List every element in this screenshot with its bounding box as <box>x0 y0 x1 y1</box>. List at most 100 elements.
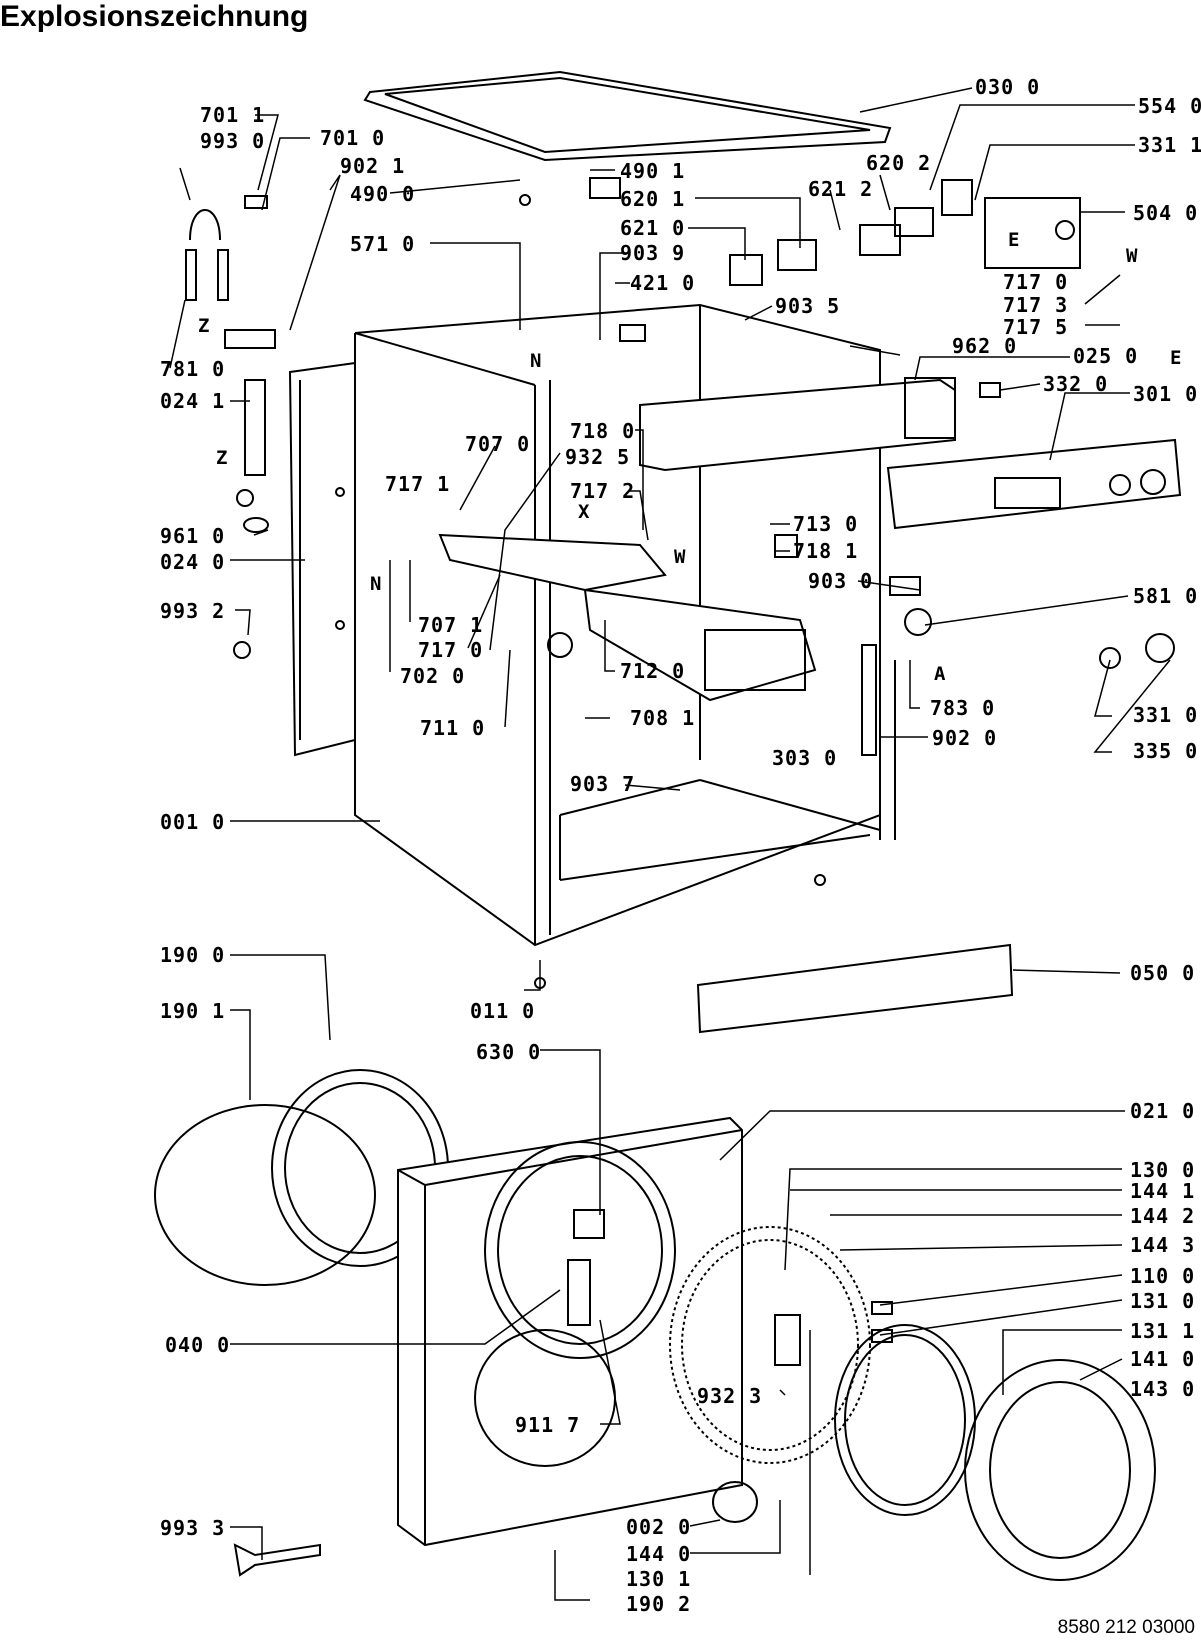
part-label: 490 1 <box>620 159 686 183</box>
part-label: 781 0 <box>160 357 226 381</box>
part-label: 993 2 <box>160 599 226 623</box>
part-label: 932 3 <box>697 1384 763 1408</box>
part-label: 332 0 <box>1043 372 1109 396</box>
part-label: 504 0 <box>1133 201 1199 225</box>
part-label: 331 1 <box>1138 133 1201 157</box>
part-label: 335 0 <box>1133 739 1199 763</box>
part-label: 030 0 <box>975 75 1041 99</box>
door-assembly <box>834 1324 1156 1581</box>
marker-z-lower: Z <box>216 447 228 469</box>
knob <box>712 1481 758 1523</box>
part-label: 581 0 <box>1133 584 1199 608</box>
part-label: 131 1 <box>1130 1319 1196 1343</box>
part-label: 712 0 <box>620 659 686 683</box>
part-label: 903 5 <box>775 294 841 318</box>
part-label: 962 0 <box>952 334 1018 358</box>
part-label: 024 1 <box>160 389 226 413</box>
drawing-number: 8580 212 03000 <box>1057 1617 1195 1638</box>
part-label: 783 0 <box>930 696 996 720</box>
part-label: 130 1 <box>626 1567 692 1591</box>
detergent-dispenser <box>438 533 817 702</box>
marker-a: A <box>934 663 946 685</box>
part-label: 932 5 <box>565 445 631 469</box>
part-label: 993 3 <box>160 1516 226 1540</box>
part-label: 702 0 <box>400 664 466 688</box>
part-label: 021 0 <box>1130 1099 1196 1123</box>
side-panel <box>288 361 356 757</box>
part-label: 143 0 <box>1130 1377 1196 1401</box>
part-label: 011 0 <box>470 999 536 1023</box>
marker-x: X <box>578 501 590 523</box>
part-label: 620 2 <box>866 151 932 175</box>
part-label: 902 1 <box>340 154 406 178</box>
part-label: 630 0 <box>476 1040 542 1064</box>
marker-w-lower: W <box>674 546 686 568</box>
part-label: 717 3 <box>1003 293 1069 317</box>
part-label: 571 0 <box>350 232 416 256</box>
part-label: 144 2 <box>1130 1204 1196 1228</box>
part-label: 993 0 <box>200 129 266 153</box>
part-label: 621 2 <box>808 177 874 201</box>
kick-plate <box>696 943 1014 1034</box>
part-label: 707 0 <box>465 432 531 456</box>
part-label: 131 0 <box>1130 1289 1196 1313</box>
control-panel <box>639 377 956 472</box>
part-label: 144 1 <box>1130 1179 1196 1203</box>
part-label: 717 1 <box>385 472 451 496</box>
diagram-title: Explosionszeichnung <box>0 0 309 33</box>
part-label: 025 0 <box>1073 344 1139 368</box>
part-label: 144 0 <box>626 1542 692 1566</box>
part-label: 144 3 <box>1130 1233 1196 1257</box>
part-label: 620 1 <box>620 187 686 211</box>
marker-z-upper: Z <box>198 315 210 337</box>
part-label: 902 0 <box>932 726 998 750</box>
part-label: 110 0 <box>1130 1264 1196 1288</box>
part-label: 903 9 <box>620 241 686 265</box>
part-label: 911 7 <box>515 1413 581 1437</box>
marker-n-left: N <box>370 573 382 595</box>
marker-e-lower: E <box>1170 347 1182 369</box>
top-lid <box>363 70 892 162</box>
part-label: 717 2 <box>570 479 636 503</box>
marker-n-top: N <box>530 350 542 372</box>
fascia <box>886 438 1182 530</box>
part-label: 718 1 <box>793 539 859 563</box>
part-label: 961 0 <box>160 524 226 548</box>
part-label: 708 1 <box>630 706 696 730</box>
front-panel <box>397 1116 743 1547</box>
part-label: 490 0 <box>350 182 416 206</box>
part-label: 903 0 <box>808 569 874 593</box>
part-label: 717 5 <box>1003 315 1069 339</box>
marker-e-upper: E <box>1008 229 1020 251</box>
part-label: 301 0 <box>1133 382 1199 406</box>
part-label: 050 0 <box>1130 961 1196 985</box>
part-label: 711 0 <box>420 716 486 740</box>
door-ring <box>669 1226 871 1464</box>
part-label: 717 0 <box>1003 270 1069 294</box>
part-label: 141 0 <box>1130 1347 1196 1371</box>
part-label: 002 0 <box>626 1515 692 1539</box>
part-label: 713 0 <box>793 512 859 536</box>
part-label: 718 0 <box>570 419 636 443</box>
small-parts <box>185 177 1175 1577</box>
part-label: 903 7 <box>570 772 636 796</box>
part-label: 331 0 <box>1133 703 1199 727</box>
part-label: 303 0 <box>772 746 838 770</box>
part-label: 024 0 <box>160 550 226 574</box>
part-label: 130 0 <box>1130 1158 1196 1182</box>
leader-lines <box>169 87 1171 1601</box>
part-label: 190 1 <box>160 999 226 1023</box>
part-label: 421 0 <box>630 271 696 295</box>
part-label: 190 0 <box>160 943 226 967</box>
part-label: 701 1 <box>200 103 266 127</box>
part-label: 621 0 <box>620 216 686 240</box>
part-label: 701 0 <box>320 126 386 150</box>
part-label: 001 0 <box>160 810 226 834</box>
part-label: 040 0 <box>165 1333 231 1357</box>
marker-w-upper: W <box>1126 245 1138 267</box>
part-label: 190 2 <box>626 1592 692 1616</box>
part-label: 554 0 <box>1138 94 1201 118</box>
part-label: 717 0 <box>418 638 484 662</box>
part-label: 707 1 <box>418 613 484 637</box>
